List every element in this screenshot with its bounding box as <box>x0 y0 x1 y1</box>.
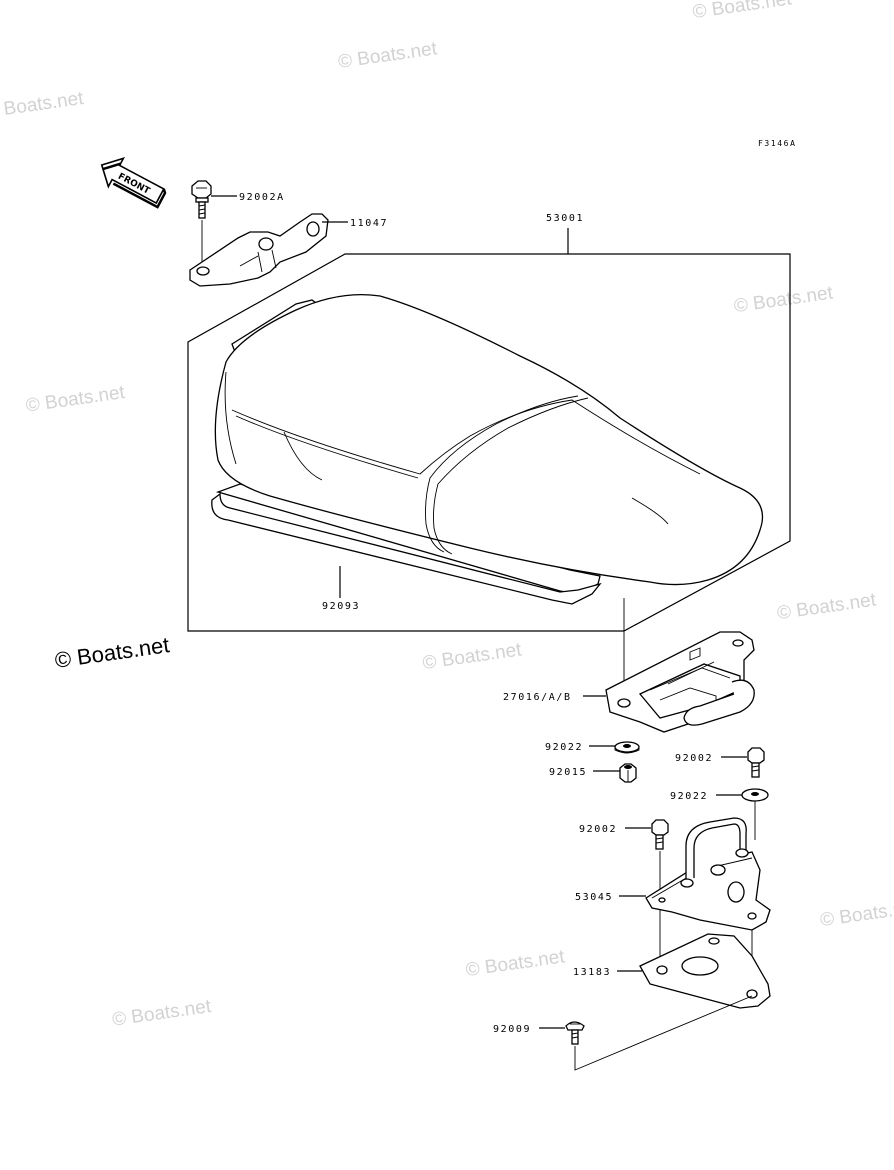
bolt-92002-mid <box>651 819 669 850</box>
callout-92009: 92009 <box>493 1024 531 1035</box>
callout-53001: 53001 <box>546 213 584 224</box>
callout-92093: 92093 <box>322 601 360 612</box>
callout-13183: 13183 <box>573 967 611 978</box>
screw-92009 <box>565 1021 585 1045</box>
callout-92022-left: 92022 <box>545 742 583 753</box>
watermark: © Boats.net <box>111 996 213 1031</box>
callout-11047: 11047 <box>350 218 388 229</box>
seat-53001 <box>211 293 764 605</box>
watermark: © Boats.net <box>0 88 85 123</box>
nut-92015 <box>619 763 637 783</box>
watermark: © Boats.net <box>337 38 439 73</box>
latch-27016 <box>605 631 755 733</box>
watermark: © Boats.net <box>691 0 793 23</box>
bracket-11047 <box>189 213 329 287</box>
washer-92022-right <box>741 788 769 802</box>
callout-53045: 53045 <box>575 892 613 903</box>
bolt-92002-right <box>747 747 765 778</box>
callout-92015: 92015 <box>549 767 587 778</box>
front-arrow-icon: FRONT <box>100 157 167 209</box>
plate-13183 <box>639 933 771 1009</box>
watermark: © Boats.net <box>819 896 894 931</box>
callout-27016: 27016/A/B <box>503 692 572 703</box>
watermark: © Boats.net <box>464 946 566 981</box>
figure-code: F3146A <box>758 139 797 148</box>
callout-92002-right: 92002 <box>675 753 713 764</box>
watermark-strong: © Boats.net <box>53 632 171 673</box>
washer-92022-left <box>614 741 640 754</box>
watermark: © Boats.net <box>776 589 878 624</box>
watermark: © Boats.net <box>421 639 523 674</box>
callout-92022-right: 92022 <box>670 791 708 802</box>
bracket-53045 <box>645 817 771 931</box>
watermark: © Boats.net <box>733 282 835 317</box>
callout-92002-mid: 92002 <box>579 824 617 835</box>
watermark: © Boats.net <box>25 382 127 417</box>
callout-92002a: 92002A <box>239 192 285 203</box>
bolt-92002a <box>191 180 212 219</box>
